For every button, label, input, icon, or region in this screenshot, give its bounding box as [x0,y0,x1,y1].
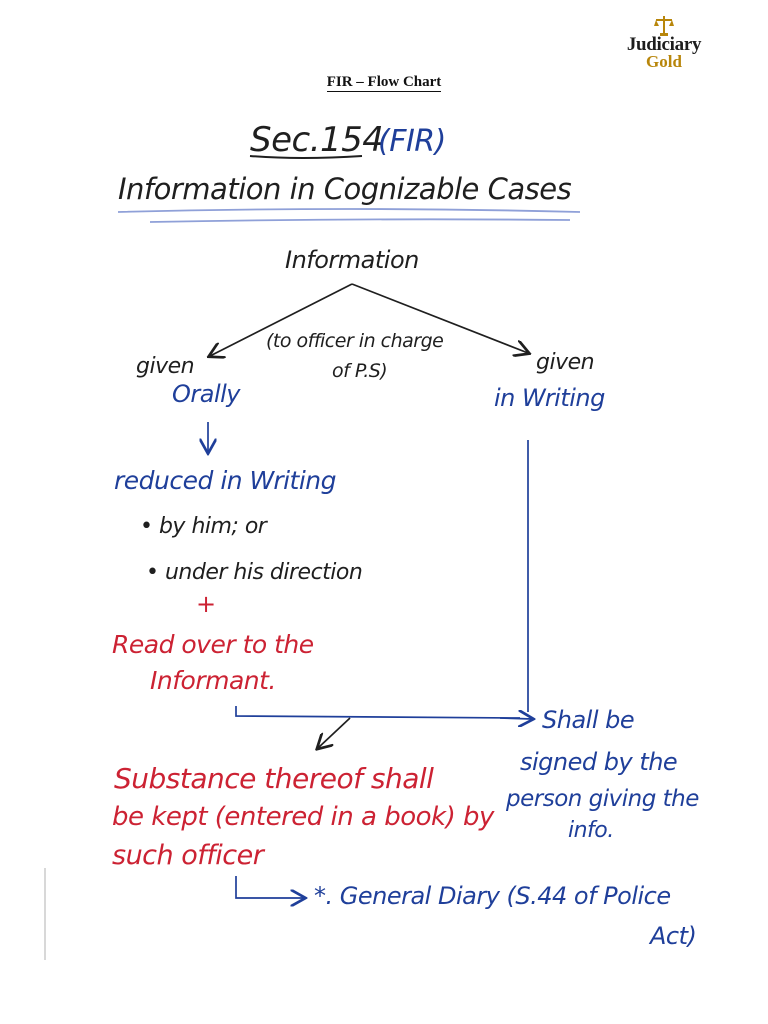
section-fir: (FIR) [378,124,446,159]
logo-text-gold: Gold [646,52,682,71]
substance-line1: Substance thereof shall [114,762,434,795]
document-title-text: FIR – Flow Chart [326,74,442,92]
bullet-under-direction: • under his direction [146,560,363,585]
right-in-writing: in Writing [494,384,605,412]
general-diary-line1: *. General Diary (S.44 of Police [314,882,671,910]
substance-line3: such officer [112,840,264,871]
branch-arrow-right [351,283,528,353]
section-number: Sec.154 [250,120,384,160]
informant-connector [235,706,521,719]
logo-text-judiciary: Judiciary [626,34,702,55]
read-over-line2: Informant. [150,666,276,695]
officer-note-line1: (to officer in charge [266,330,444,352]
judiciary-gold-logo: Judiciary Gold [612,14,716,74]
scales-icon [654,16,674,36]
signed-line3: person giving the [506,786,699,812]
officer-note-line2: of P.S) [332,360,388,382]
right-given: given [536,350,595,375]
read-over-line1: Read over to the [112,630,314,659]
document-title: FIR – Flow Chart [0,74,768,92]
diary-connector [235,876,304,898]
general-diary-line2: Act) [650,922,697,950]
heading-underline-1 [117,208,581,213]
reduced-in-writing: reduced in Writing [114,466,337,495]
substance-arrow [318,717,351,748]
signed-line4: info. [568,818,614,843]
chart-heading: Information in Cognizable Cases [118,172,572,206]
bullet-by-him: • by him; or [140,514,267,539]
section-underline [249,155,363,159]
heading-underline-2 [149,218,571,223]
signed-line2: signed by the [520,748,678,776]
plus-sign: + [196,590,216,618]
branch-arrow-left [210,283,353,356]
page-edge-strip [44,868,46,960]
root-information: Information [285,246,419,274]
substance-line2: be kept (entered in a book) by [112,802,494,832]
signed-arrow [499,718,532,719]
left-given: given [136,354,195,379]
signed-line1: Shall be [542,706,635,734]
left-orally: Orally [172,380,241,408]
